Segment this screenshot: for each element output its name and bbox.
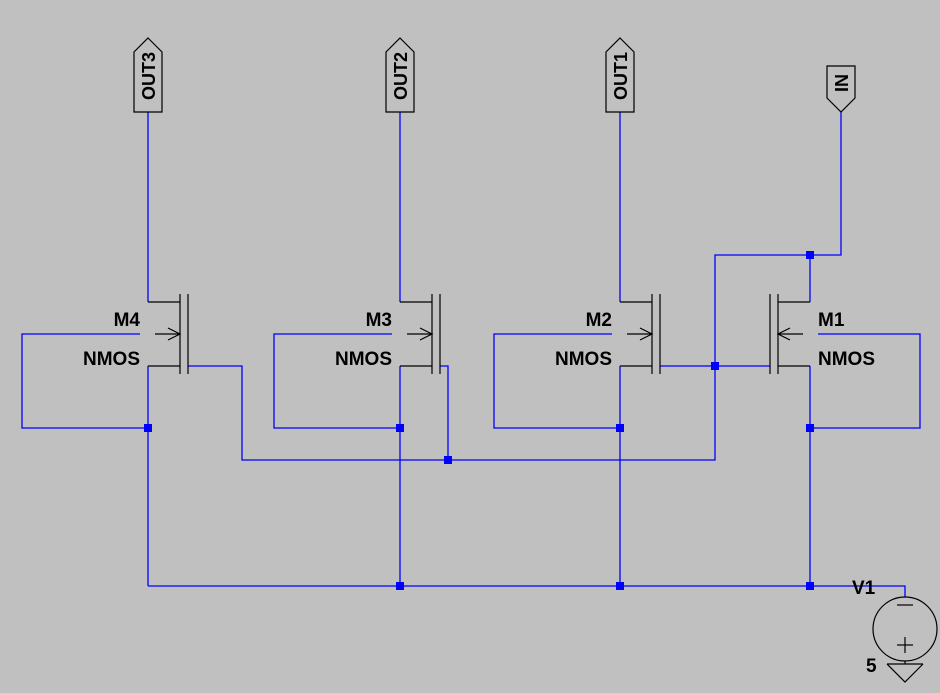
transistor-m2[interactable] (620, 294, 661, 374)
port-out3[interactable]: OUT3 (133, 37, 163, 113)
transistor-m3[interactable] (400, 294, 441, 374)
port-in[interactable]: IN (826, 65, 856, 113)
m1-name: M1 (818, 310, 845, 331)
m3-name: M3 (366, 310, 392, 331)
junction-bus-m2 (616, 582, 624, 590)
m4-name: M4 (114, 310, 141, 331)
m3-type: NMOS (335, 349, 392, 370)
wire-in-to-gate-bus[interactable] (714, 254, 810, 365)
wire-body-m1[interactable] (810, 333, 921, 429)
junction-m3-body (396, 424, 404, 432)
junction-m4-body (144, 424, 152, 432)
junction-bus-m3 (396, 582, 404, 590)
port-out2-label: OUT2 (391, 52, 411, 100)
junction-m2-body (616, 424, 624, 432)
wire-bottom-bus[interactable] (148, 585, 906, 597)
wires (21, 112, 921, 597)
wire-body-m2[interactable] (493, 333, 620, 429)
v1-name: V1 (852, 578, 876, 599)
junction-bus-m1 (806, 582, 814, 590)
transistor-m1[interactable] (769, 294, 810, 374)
wire-body-m3[interactable] (273, 333, 400, 429)
transistor-m4[interactable] (148, 294, 189, 374)
port-out1-label: OUT1 (611, 52, 631, 100)
junction-gate-bus (444, 456, 452, 464)
junction-m1-body (806, 424, 814, 432)
wire-body-m4[interactable] (21, 333, 148, 429)
m2-type: NMOS (555, 349, 612, 370)
junction-in (806, 251, 814, 259)
m1-type: NMOS (818, 349, 875, 370)
port-out1[interactable]: OUT1 (605, 37, 635, 113)
wire-in-m1-drain[interactable] (809, 112, 842, 302)
m2-name: M2 (586, 310, 612, 331)
junctions (144, 251, 814, 590)
port-out2[interactable]: OUT2 (385, 37, 415, 113)
voltage-source-v1[interactable] (872, 596, 938, 683)
port-out3-label: OUT3 (139, 52, 159, 100)
wire-gate-m3[interactable] (440, 365, 716, 461)
wire-gate-m4[interactable] (188, 365, 448, 461)
junction-gate (711, 362, 719, 370)
m4-type: NMOS (83, 349, 140, 370)
v1-value: 5 (866, 656, 877, 677)
port-in-label: IN (832, 74, 852, 92)
